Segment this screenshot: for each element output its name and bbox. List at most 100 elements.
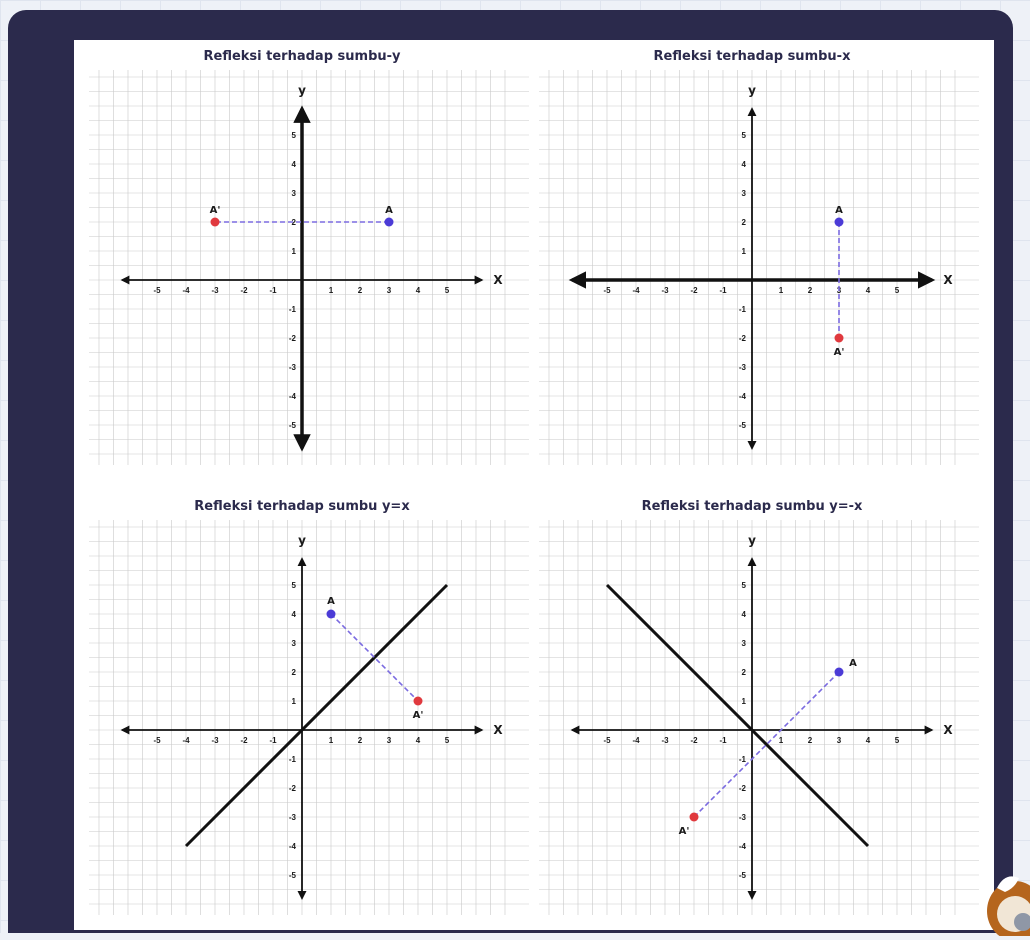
x-tick-label: 4 — [416, 736, 421, 745]
point-a-prime — [210, 217, 220, 227]
y-tick-label: 1 — [742, 697, 747, 706]
y-tick-label: 3 — [292, 639, 297, 648]
y-tick-label: 4 — [742, 610, 747, 619]
y-tick-label: -3 — [289, 363, 297, 372]
grid — [89, 70, 529, 465]
point-a-label: A — [385, 205, 393, 216]
x-axis-label: X — [943, 273, 953, 287]
y-tick-label: 1 — [292, 697, 297, 706]
x-tick-label: -5 — [603, 286, 611, 295]
y-tick-label: 3 — [742, 189, 747, 198]
y-tick-label: -4 — [289, 392, 297, 401]
mirror-line-y-equals-x — [184, 583, 449, 848]
y-tick-label: -1 — [739, 305, 747, 314]
grid — [539, 70, 979, 465]
x-tick-label: 1 — [779, 736, 784, 745]
x-tick-label: -1 — [719, 736, 727, 745]
x-tick-label: -5 — [153, 736, 161, 745]
x-tick-label: 2 — [358, 286, 363, 295]
point-a-label: A — [849, 658, 857, 669]
x-tick-label: 5 — [445, 736, 450, 745]
y-tick-label: 3 — [742, 639, 747, 648]
point-a-prime — [834, 333, 844, 343]
x-tick-label: 3 — [387, 286, 392, 295]
y-tick-label: 1 — [292, 247, 297, 256]
x-tick-label: -1 — [719, 286, 727, 295]
x-tick-label: 1 — [329, 736, 334, 745]
mascot-avatar[interactable] — [985, 866, 1030, 940]
y-tick-label: -3 — [289, 813, 297, 822]
x-tick-label: -3 — [661, 286, 669, 295]
x-tick-label: -4 — [182, 286, 190, 295]
x-tick-label: 4 — [866, 286, 871, 295]
x-tick-label: -5 — [603, 736, 611, 745]
x-axis-label: X — [493, 723, 503, 737]
panel-title: Refleksi terhadap sumbu-y — [204, 49, 402, 64]
y-axis-label: y — [298, 533, 306, 547]
y-tick-label: -5 — [289, 871, 297, 880]
x-tick-label: -5 — [153, 286, 161, 295]
y-tick-label: 4 — [292, 160, 297, 169]
y-tick-label: -2 — [289, 334, 297, 343]
point-a — [384, 217, 394, 227]
y-tick-label: -2 — [739, 334, 747, 343]
reflection-connector — [330, 613, 419, 702]
y-tick-label: 4 — [742, 160, 747, 169]
y-tick-label: -1 — [289, 755, 297, 764]
graph-reflection-x-axis: Refleksi terhadap sumbu-xXy-5-5-4-4-3-3-… — [539, 49, 979, 465]
x-tick-label: 1 — [329, 286, 334, 295]
grid — [89, 520, 529, 915]
x-tick-label: 3 — [837, 736, 842, 745]
y-tick-label: 5 — [742, 131, 747, 140]
x-tick-label: 2 — [358, 736, 363, 745]
x-tick-label: -3 — [661, 736, 669, 745]
y-tick-label: 5 — [292, 131, 297, 140]
reflection-connector — [693, 671, 840, 818]
y-tick-label: -4 — [739, 842, 747, 851]
point-a-prime-label: A' — [210, 205, 221, 216]
y-tick-label: 5 — [292, 581, 297, 590]
x-tick-label: -3 — [211, 736, 219, 745]
x-tick-label: -4 — [632, 736, 640, 745]
y-tick-label: 1 — [742, 247, 747, 256]
y-tick-label: -1 — [289, 305, 297, 314]
y-tick-label: 5 — [742, 581, 747, 590]
point-a-label: A — [327, 596, 335, 607]
y-tick-label: 2 — [742, 668, 747, 677]
y-tick-label: -2 — [739, 784, 747, 793]
x-tick-label: -2 — [690, 736, 698, 745]
x-tick-label: 1 — [779, 286, 784, 295]
y-tick-label: 2 — [292, 218, 297, 227]
panel-title: Refleksi terhadap sumbu y=x — [194, 499, 410, 514]
x-tick-label: 3 — [387, 736, 392, 745]
y-tick-label: -5 — [739, 871, 747, 880]
panel-title: Refleksi terhadap sumbu y=-x — [642, 499, 863, 514]
x-tick-label: -4 — [632, 286, 640, 295]
y-tick-label: 2 — [742, 218, 747, 227]
graph-reflection-y-equals-neg-x: Refleksi terhadap sumbu y=-xXy-5-5-4-4-3… — [539, 499, 979, 915]
y-tick-label: 4 — [292, 610, 297, 619]
x-tick-label: 4 — [416, 286, 421, 295]
x-tick-label: 2 — [808, 286, 813, 295]
point-a-prime-label: A' — [413, 710, 424, 721]
x-tick-label: -1 — [269, 286, 277, 295]
x-tick-label: -1 — [269, 736, 277, 745]
y-tick-label: -5 — [289, 421, 297, 430]
y-axis-label: y — [298, 83, 306, 97]
x-tick-label: -2 — [240, 286, 248, 295]
x-tick-label: 5 — [445, 286, 450, 295]
x-tick-label: 5 — [895, 286, 900, 295]
y-tick-label: -5 — [739, 421, 747, 430]
y-tick-label: -3 — [739, 813, 747, 822]
y-axis-label: y — [748, 533, 756, 547]
y-tick-label: -4 — [739, 392, 747, 401]
x-tick-label: -4 — [182, 736, 190, 745]
y-tick-label: 3 — [292, 189, 297, 198]
x-tick-label: -2 — [240, 736, 248, 745]
